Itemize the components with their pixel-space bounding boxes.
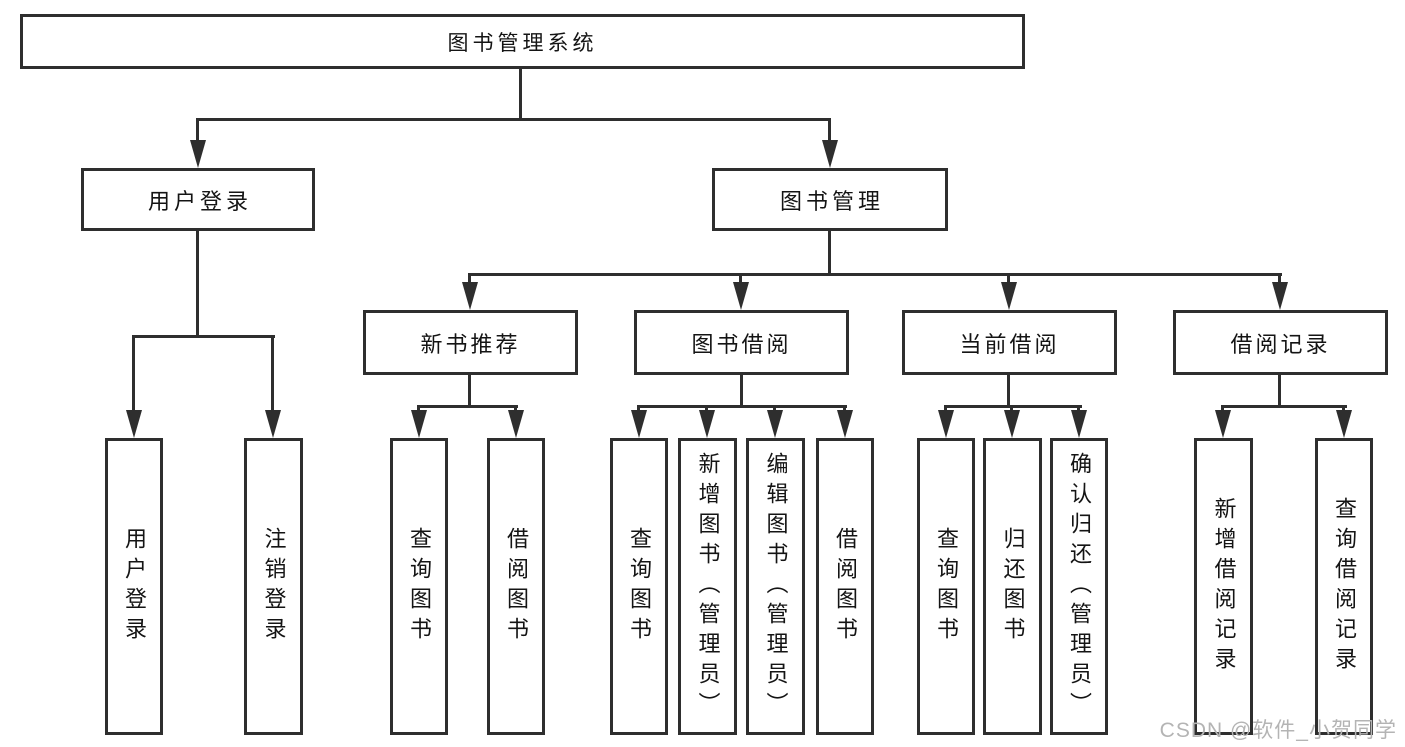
node-book-management: 图书管理 [712,168,948,231]
connector-to-user-login-line [196,118,199,144]
node-root: 图书管理系统 [20,14,1025,69]
arrowhead-borrow-leaf1 [631,410,647,438]
connector-records-leaf2-line [1342,405,1345,413]
leaf-logout: 注销登录 [244,438,303,735]
arrowhead-to-book-management [822,140,838,168]
arrowhead-to-borrow [733,282,749,310]
connector-borrow-leaf2-line [705,405,708,413]
connector-recommend-leaf2-line [514,405,517,413]
connector-user-login-split [132,335,275,338]
connector-current-leaf1-line [944,405,947,413]
arrowhead-borrow-leaf3 [767,410,783,438]
connector-borrow-leaf1-line [637,405,640,413]
arrowhead-current-leaf1 [938,410,954,438]
leaf-query-borrow-record: 查询借阅记录 [1315,438,1373,735]
connector-borrow-leaf3-line [773,405,776,413]
leaf-current-query-book: 查询图书 [917,438,975,735]
connector-to-current-line [1007,276,1010,284]
connector-current-split [944,405,1082,408]
arrowhead-borrow-leaf2 [699,410,715,438]
connector-root-stem [519,69,522,121]
connector-book-management-split [468,273,1282,276]
leaf-borrow-query-book: 查询图书 [610,438,668,735]
arrowhead-to-recommend [462,282,478,310]
arrowhead-current-leaf2 [1004,410,1020,438]
connector-recommend-leaf1-line [417,405,420,413]
connector-current-leaf2-line [1010,405,1013,413]
connector-to-recommend-line [468,276,471,284]
connector-records-stem [1278,375,1281,408]
connector-recommend-split [417,405,518,408]
connector-borrow-split [637,405,847,408]
arrowhead-records-leaf1 [1215,410,1231,438]
leaf-add-borrow-record: 新增借阅记录 [1194,438,1253,735]
leaf-edit-book-admin: 编辑图书（管理员） [746,438,805,735]
arrowhead-borrow-leaf4 [837,410,853,438]
leaf-return-book: 归还图书 [983,438,1042,735]
connector-borrow-leaf4-line [843,405,846,413]
connector-to-leaf-logout-line [271,338,274,413]
connector-current-leaf3-line [1077,405,1080,413]
connector-to-borrow-line [739,276,742,284]
node-user-login: 用户登录 [81,168,315,231]
connector-to-book-management-line [828,118,831,144]
arrowhead-current-leaf3 [1071,410,1087,438]
leaf-confirm-return-admin: 确认归还（管理员） [1050,438,1108,735]
connector-recommend-stem [468,375,471,408]
connector-borrow-stem [740,375,743,408]
arrowhead-records-leaf2 [1336,410,1352,438]
csdn-watermark: CSDN @软件_小贺同学 [1159,719,1397,742]
node-book-borrow: 图书借阅 [634,310,849,375]
leaf-borrow-borrow-book: 借阅图书 [816,438,874,735]
connector-root-split [196,118,831,121]
node-current-borrow: 当前借阅 [902,310,1117,375]
node-new-book-recommend: 新书推荐 [363,310,578,375]
node-borrow-records: 借阅记录 [1173,310,1388,375]
arrowhead-recommend-leaf1 [411,410,427,438]
connector-current-stem [1007,375,1010,408]
connector-records-leaf1-line [1221,405,1224,413]
arrowhead-to-user-login [190,140,206,168]
connector-to-leaf-login-line [132,338,135,413]
connector-book-management-stem [828,231,831,276]
leaf-user-login: 用户登录 [105,438,163,735]
arrowhead-to-records [1272,282,1288,310]
connector-records-split [1221,405,1347,408]
connector-to-records-line [1278,276,1281,284]
arrowhead-to-current [1001,282,1017,310]
leaf-recommend-query-book: 查询图书 [390,438,448,735]
connector-user-login-stem [196,231,199,338]
leaf-recommend-borrow-book: 借阅图书 [487,438,545,735]
arrowhead-to-leaf-login [126,410,142,438]
arrowhead-to-leaf-logout [265,410,281,438]
arrowhead-recommend-leaf2 [508,410,524,438]
leaf-add-book-admin: 新增图书（管理员） [678,438,737,735]
